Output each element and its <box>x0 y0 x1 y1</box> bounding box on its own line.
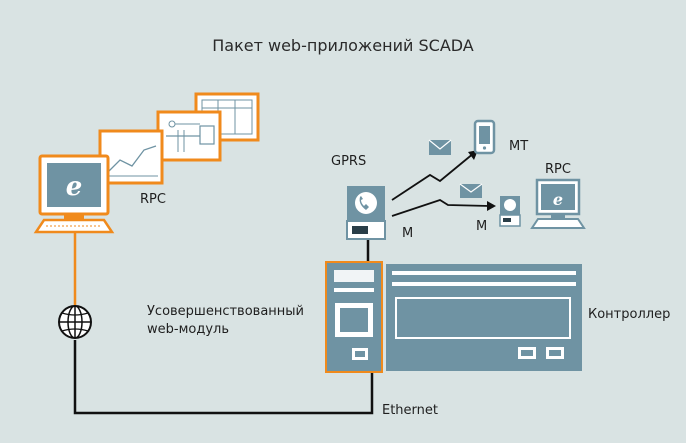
radio-link-to-mt <box>391 152 475 201</box>
rpc-right-label: RPC <box>545 162 571 177</box>
web-module-device <box>325 261 383 373</box>
svg-text:e: e <box>66 172 83 202</box>
app-window-schematic <box>156 110 222 162</box>
left-pc: e <box>33 154 115 234</box>
web-module-label-line1: Усовершенствованный <box>147 304 305 319</box>
gprs-label: GPRS <box>331 154 367 169</box>
radio-link-to-m <box>391 199 491 217</box>
mobile-phone-icon <box>473 119 496 155</box>
rpc-left-label: RPC <box>140 192 166 207</box>
diagram-title: Пакет web-приложений SCADA <box>212 36 474 55</box>
controller-label: Контроллер <box>588 307 671 322</box>
sms-envelope-icon-2 <box>459 183 483 198</box>
remote-modem <box>499 196 521 227</box>
mt-label: MT <box>509 139 529 154</box>
right-pc: e <box>530 178 586 229</box>
ethernet-label: Ethernet <box>382 403 438 418</box>
gprs-modem <box>346 186 386 240</box>
internet-globe-icon <box>58 305 92 339</box>
svg-text:e: e <box>553 190 563 209</box>
sms-envelope-icon-1 <box>428 139 452 155</box>
ethernet-cable <box>73 340 374 415</box>
controller-device <box>386 264 582 371</box>
web-module-label-line2: web-модуль <box>147 322 229 337</box>
m-right-label: M <box>476 219 488 234</box>
m-center-label: M <box>402 226 414 241</box>
